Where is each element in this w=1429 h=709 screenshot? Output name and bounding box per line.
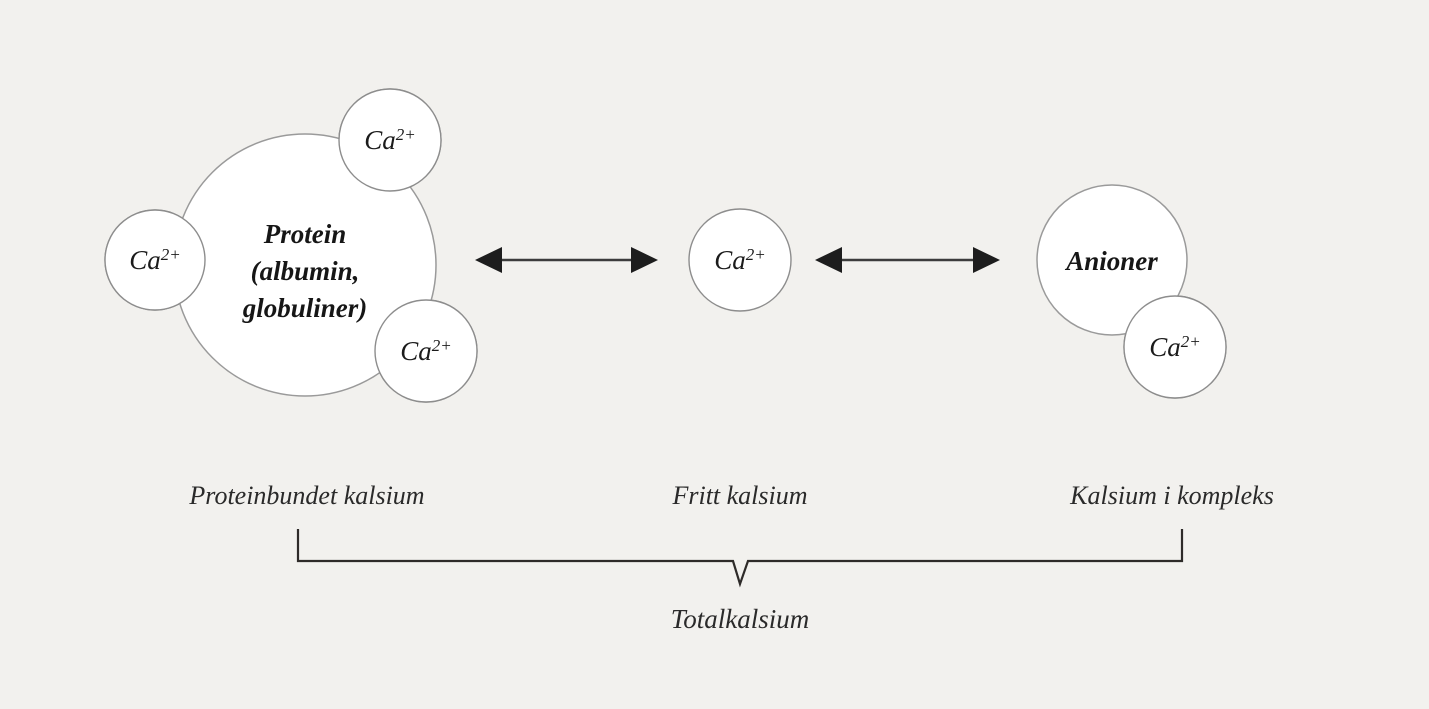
ion-charge: 2+ bbox=[161, 245, 181, 264]
complex-ion-bubble-fill bbox=[1125, 297, 1225, 397]
complexed-calcium-group: Anioner Ca2+ bbox=[1036, 184, 1227, 399]
ion-symbol: Ca bbox=[714, 245, 746, 275]
complex-ion-label: Ca2+ bbox=[1149, 332, 1201, 362]
protein-label-line-2: (albumin, bbox=[251, 256, 360, 286]
arrow-head-right bbox=[973, 247, 1000, 273]
caption-complexed-calcium: Kalsium i kompleks bbox=[1069, 481, 1274, 510]
ion-label-bottom-right: Ca2+ bbox=[400, 336, 452, 366]
anion-bubble bbox=[1036, 184, 1188, 336]
arrow-head-left bbox=[815, 247, 842, 273]
ion-bubble-top-right-fill bbox=[340, 90, 440, 190]
protein-label-line-1: Protein bbox=[263, 219, 347, 249]
ion-charge: 2+ bbox=[746, 245, 766, 264]
ion-symbol: Ca bbox=[1149, 332, 1181, 362]
arrow-free-complex bbox=[815, 247, 1000, 273]
caption-free-calcium: Fritt kalsium bbox=[671, 481, 807, 510]
ion-label-top-right: Ca2+ bbox=[364, 125, 416, 155]
caption-protein-bound: Proteinbundet kalsium bbox=[188, 481, 424, 510]
free-calcium-ion-label: Ca2+ bbox=[714, 245, 766, 275]
total-calcium-brace bbox=[296, 529, 1184, 588]
ion-bubble-bottom-right-fill bbox=[376, 301, 476, 401]
ion-symbol: Ca bbox=[400, 336, 432, 366]
free-calcium-bubble bbox=[688, 208, 792, 312]
ion-charge: 2+ bbox=[1181, 332, 1201, 351]
arrow-head-left bbox=[475, 247, 502, 273]
arrow-protein-free bbox=[475, 247, 658, 273]
ion-label-left: Ca2+ bbox=[129, 245, 181, 275]
ion-bubble-left-fill bbox=[106, 211, 204, 309]
ion-charge: 2+ bbox=[432, 336, 452, 355]
protein-bound-group: Ca2+ Ca2+ Ca2+ Protein (albumin, globuli… bbox=[104, 88, 478, 403]
free-calcium-group: Ca2+ bbox=[688, 208, 792, 312]
caption-total-calcium: Totalkalsium bbox=[671, 604, 810, 634]
ion-symbol: Ca bbox=[129, 245, 161, 275]
ion-charge: 2+ bbox=[396, 125, 416, 144]
anion-label: Anioner bbox=[1064, 246, 1158, 276]
arrow-head-right bbox=[631, 247, 658, 273]
ion-symbol: Ca bbox=[364, 125, 396, 155]
protein-label-line-3: globuliner) bbox=[242, 293, 368, 323]
